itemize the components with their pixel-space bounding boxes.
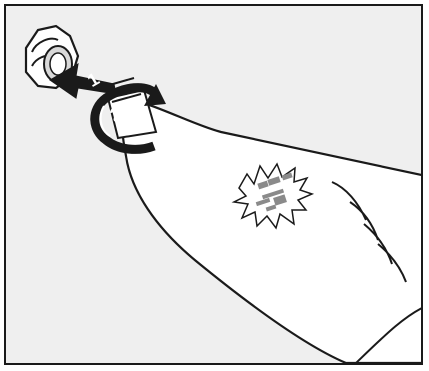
illustration-frame: 1 2 [4, 4, 423, 365]
instruction-diagram: 1 2 [6, 6, 421, 363]
